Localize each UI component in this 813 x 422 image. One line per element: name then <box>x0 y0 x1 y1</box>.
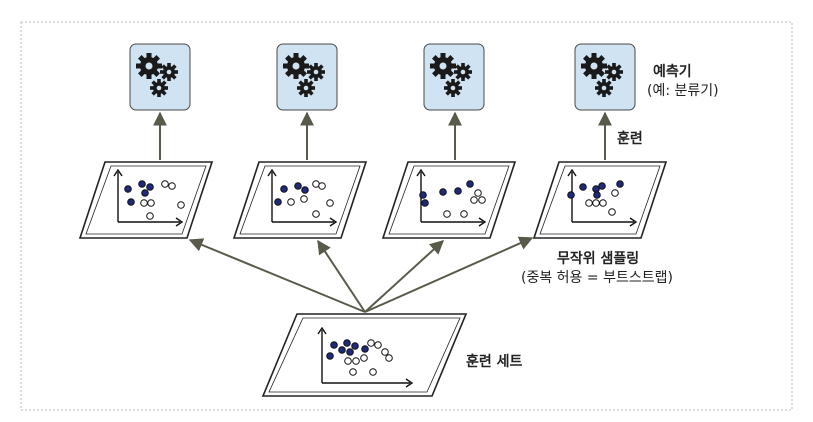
scatter-plot-icon <box>267 168 338 227</box>
bootstrap-sample-3 <box>381 161 517 239</box>
predictor-sublabel: (예: 분류기) <box>647 83 719 99</box>
diagram-border <box>20 21 793 411</box>
predictor-1 <box>129 43 191 111</box>
sampling-sublabel: (중복 허용 = 부트스트랩) <box>521 270 673 286</box>
predictor-2 <box>276 43 338 111</box>
train-label: 훈련 <box>617 131 643 147</box>
training-set <box>261 313 468 397</box>
sampling-arrow <box>364 240 445 313</box>
predictor-3 <box>423 43 485 111</box>
sampling-label: 무작위 샘플링 <box>557 251 640 267</box>
sampling-arrow <box>188 238 366 313</box>
predictor-4 <box>574 43 636 111</box>
scatter-plot-icon <box>113 168 184 227</box>
training-set-label: 훈련 세트 <box>466 354 523 370</box>
sampling-arrow <box>364 236 534 313</box>
scatter-plot-icon <box>416 168 487 227</box>
bootstrap-sample-4 <box>532 161 668 239</box>
predictor-label: 예측기 <box>653 64 692 80</box>
sampling-arrow <box>317 239 366 313</box>
bootstrap-sample-1 <box>78 161 214 239</box>
scatter-plot-icon <box>317 326 414 388</box>
bootstrap-sample-2 <box>232 161 368 239</box>
